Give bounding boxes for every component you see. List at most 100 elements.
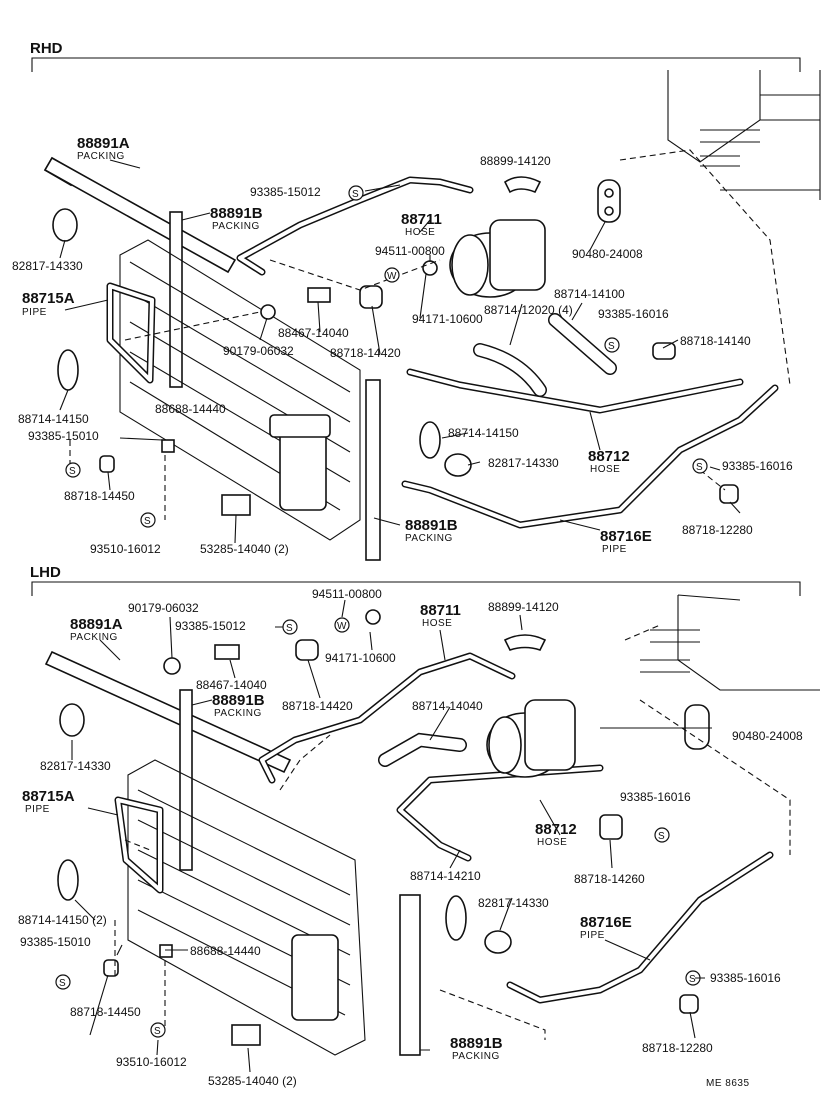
label: 93385-15012 <box>175 619 246 633</box>
label: 88899-14120 <box>480 154 551 168</box>
label: 88711 <box>420 602 461 619</box>
nut-94171 <box>422 260 438 276</box>
screw-93385-15012-symbol: S <box>348 185 364 201</box>
label: 88718-14420 <box>330 346 401 360</box>
screw-93510-symbol: S <box>140 512 156 528</box>
screw-93385-16016a-lhd-symbol: S <box>654 827 670 843</box>
label: PACKING <box>212 221 260 232</box>
lhd-bracket <box>31 581 801 596</box>
label: 88712 <box>535 821 577 838</box>
clamp-88718-12280-lhd <box>679 994 699 1014</box>
label: 88899-14120 <box>488 600 559 614</box>
label: 53285-14040 (2) <box>200 542 289 556</box>
grommet-90480-lhd <box>684 704 710 750</box>
label: 82817-14330 <box>478 896 549 910</box>
clamp-88718-14420 <box>359 285 383 309</box>
label: PACKING <box>452 1051 500 1062</box>
clamp-88718-12280 <box>719 484 739 504</box>
label: HOSE <box>590 464 620 475</box>
label: HOSE <box>405 227 435 238</box>
bracket-88688 <box>161 439 175 453</box>
svg-text:S: S <box>59 978 66 989</box>
svg-text:W: W <box>387 271 397 282</box>
clip-88899-lhd <box>503 634 547 651</box>
footer-code: ME 8635 <box>706 1078 750 1089</box>
label: 88715A <box>22 788 75 805</box>
rhd-bracket <box>31 57 801 72</box>
screw-93510-lhd-symbol: S <box>150 1022 166 1038</box>
label: 88467-14040 <box>196 678 267 692</box>
bracket-88688-lhd <box>159 944 173 958</box>
label: 90179-06032 <box>223 344 294 358</box>
bracket-88714-14210 <box>445 895 467 941</box>
label: 93385-15010 <box>20 935 91 949</box>
grommet-82817-lhd <box>59 703 85 737</box>
label: 93385-15012 <box>250 185 321 199</box>
cushion-53285-lhd <box>231 1024 261 1046</box>
clip-88899 <box>503 176 542 194</box>
compressor <box>449 219 546 298</box>
label: 93385-15010 <box>28 429 99 443</box>
label: 88714-14150 <box>18 412 89 426</box>
lhd-labels: 90179-06032 93385-15012 94511-00800 8871… <box>18 587 803 1088</box>
grommet-82817 <box>52 208 78 242</box>
label: 94171-10600 <box>412 312 483 326</box>
label: 88891B <box>210 205 263 222</box>
grommet-90480 <box>597 179 621 223</box>
packing-88891b-lower <box>365 379 381 561</box>
label: 88467-14040 <box>278 326 349 340</box>
label: 88891A <box>77 135 130 152</box>
label: PIPE <box>22 307 47 318</box>
label: PACKING <box>405 533 453 544</box>
label: HOSE <box>537 837 567 848</box>
svg-text:S: S <box>154 1026 161 1037</box>
lhd-section: LHD <box>18 564 820 1088</box>
svg-text:S: S <box>689 974 696 985</box>
clamp-88718-14450 <box>99 455 115 473</box>
label: 93510-16012 <box>90 542 161 556</box>
rhd-labels: 88891A PACKING 88891B PACKING 82817-1433… <box>12 135 793 556</box>
packing-88891b <box>169 211 183 388</box>
label: 93385-16016 <box>598 307 669 321</box>
label: 88688-14440 <box>155 402 226 416</box>
label: 88714-14150 <box>448 426 519 440</box>
washer-94511-symbol: W <box>384 267 400 283</box>
condenser <box>119 239 361 541</box>
receiver-drier-lhd <box>291 934 339 1021</box>
packing-88891b-lhd <box>179 689 193 871</box>
label: 88714-14150 (2) <box>18 913 107 927</box>
label: 90480-24008 <box>732 729 803 743</box>
label: 94511-00800 <box>312 587 382 601</box>
label: 88716E <box>600 528 652 545</box>
label: 93385-16016 <box>722 459 793 473</box>
bracket-88714-14150-lhd <box>57 859 79 901</box>
packing-88891b-lhd-lower <box>399 894 421 1056</box>
rhd-section: RHD <box>12 40 821 561</box>
label: 88718-14450 <box>64 489 135 503</box>
label: 88714-14210 <box>410 869 481 883</box>
bracket-88714-14150 <box>57 349 79 391</box>
clamp-88718-14140 <box>652 342 676 360</box>
svg-text:S: S <box>352 189 359 200</box>
label: 94171-10600 <box>325 651 396 665</box>
label: 88718-14140 <box>680 334 751 348</box>
label: PACKING <box>214 708 262 719</box>
packing-88891a-lhd <box>44 650 292 774</box>
switch-88467 <box>307 287 331 303</box>
svg-text:W: W <box>337 621 347 632</box>
label: 88714-14040 <box>412 699 483 713</box>
label: 90480-24008 <box>572 247 643 261</box>
lhd-section-title: LHD <box>30 564 61 581</box>
label: 82817-14330 <box>12 259 83 273</box>
switch-88467-lhd <box>214 644 240 660</box>
label: 88718-12280 <box>682 523 753 537</box>
label: 53285-14040 (2) <box>208 1074 297 1088</box>
screw-93385-15012-lhd-symbol: S <box>282 619 298 635</box>
label: 88718-14420 <box>282 699 353 713</box>
grommet-82817b-lhd <box>484 930 512 954</box>
label: 88711 <box>401 211 442 228</box>
screw-93385-15010-symbol: S <box>65 462 81 478</box>
label: 93385-16016 <box>620 790 691 804</box>
bracket-88714-14150b <box>419 421 441 459</box>
label: HOSE <box>422 618 452 629</box>
